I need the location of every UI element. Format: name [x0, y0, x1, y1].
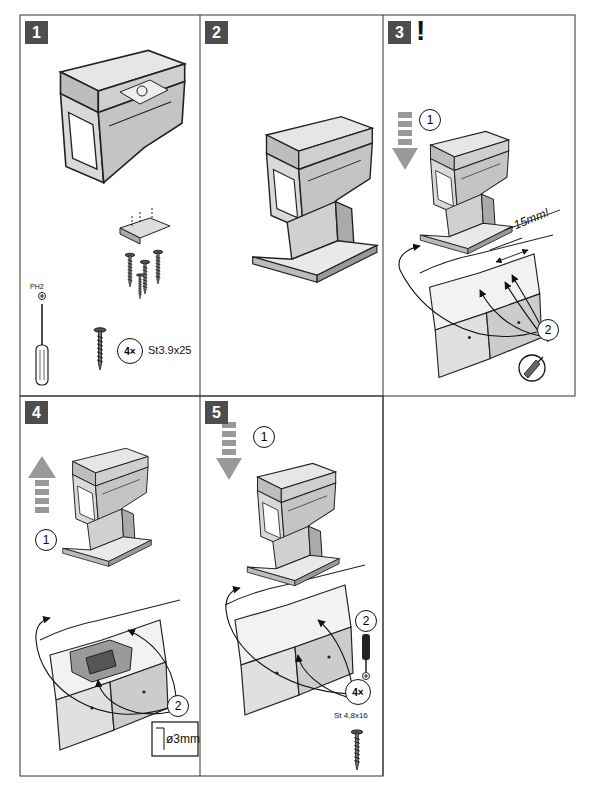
- node-text: 4×: [124, 346, 135, 357]
- label-text: PH2: [30, 283, 44, 290]
- label-text: St3.9x25: [148, 345, 191, 356]
- console-recess: [40, 600, 180, 750]
- step-number: 2: [205, 21, 228, 44]
- callout-number: 1: [419, 109, 441, 131]
- drill-icon: [519, 355, 545, 381]
- screwdriver: [36, 293, 48, 386]
- push-arrow: [216, 422, 242, 480]
- screw-icon: [94, 328, 106, 370]
- node-text: 1: [32, 24, 41, 42]
- armrest-placing: [420, 131, 512, 253]
- callout-number: 4×: [345, 679, 371, 705]
- hinge-cover: [120, 80, 168, 104]
- step-number: 5: [205, 401, 228, 424]
- push-arrow: [392, 112, 418, 170]
- callout-number: 2: [537, 319, 559, 341]
- callout-number: 2: [167, 695, 189, 717]
- node-text: 4: [32, 404, 41, 422]
- node-text: 2: [175, 699, 182, 713]
- node-text: 2: [363, 614, 370, 628]
- console-view: [225, 565, 365, 715]
- screwdriver: [362, 634, 370, 680]
- node-text: 1: [43, 533, 50, 547]
- leader-lines: [399, 246, 548, 342]
- leader-lines: [36, 618, 176, 714]
- label-text: St 4,8x16: [334, 712, 368, 720]
- screw-icon: [351, 730, 362, 770]
- callout-number: 1: [253, 426, 275, 448]
- node-text: 2: [545, 323, 552, 337]
- callout-number: 1: [35, 529, 57, 551]
- armrest-lifted: [63, 448, 152, 566]
- panel-frames: [20, 15, 575, 776]
- leader-lines: [226, 588, 352, 698]
- bracket-plate: [120, 208, 170, 244]
- node-text: 1: [261, 430, 268, 444]
- node-text: 3: [395, 24, 404, 42]
- step-number: 4: [25, 401, 48, 424]
- armrest-installed: [247, 463, 339, 585]
- node-text: 5: [212, 404, 221, 422]
- callout-number: 2: [355, 610, 377, 632]
- node-text: 4×: [352, 687, 363, 698]
- lift-arrow: [28, 456, 56, 513]
- label-text: !: [416, 17, 425, 45]
- step-number: 3: [388, 21, 411, 44]
- callout-number: 4×: [117, 338, 143, 364]
- node-text: 1: [427, 113, 434, 127]
- step-number: 1: [25, 21, 48, 44]
- node-text: 2: [212, 24, 221, 42]
- armrest-assembled: [253, 117, 377, 283]
- label-text: 15mm!: [512, 206, 551, 231]
- armrest-view: [61, 50, 185, 182]
- mounting-screws: [125, 250, 163, 299]
- label-text: ø3mm: [166, 733, 200, 745]
